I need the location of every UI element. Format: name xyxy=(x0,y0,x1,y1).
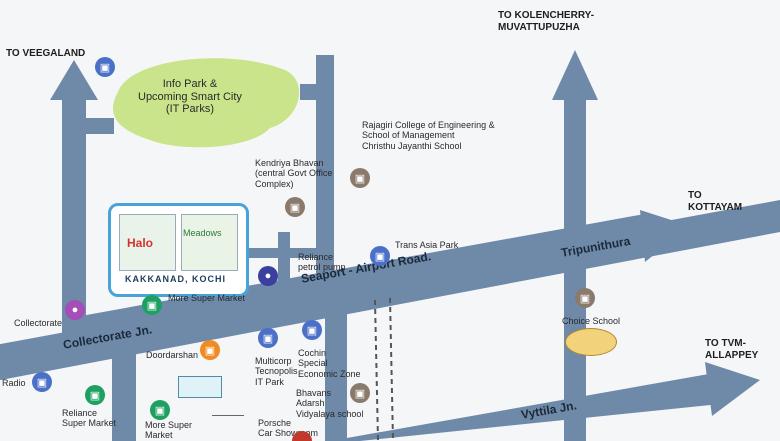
road-infopark-east xyxy=(316,55,334,305)
poi-multicorp-icon: ▣ xyxy=(258,328,278,348)
landmark-cochin-sez: Cochin Special Economic Zone xyxy=(298,348,361,379)
poi-choice-school-icon: ▣ xyxy=(575,288,595,308)
project-box[interactable]: Halo Meadows KAKKANAD, KOCHI xyxy=(108,203,249,297)
poi-reliance-petrol-icon: ● xyxy=(258,266,278,286)
road-infopark-west xyxy=(86,118,114,134)
landmark-multicorp: Multicorp Tecnopolis IT Park xyxy=(255,356,298,387)
poi-rajagiri-icon: ▣ xyxy=(350,168,370,188)
poi-reliance-super-icon: ▣ xyxy=(85,385,105,405)
poi-veegaland-icon: ▣ xyxy=(95,57,115,77)
sign-logo xyxy=(212,403,244,416)
arrow-veegaland xyxy=(50,60,98,100)
poi-more-market-bottom-icon: ▣ xyxy=(150,400,170,420)
project-brand-meadows: Meadows xyxy=(183,228,222,238)
poi-doordarshan-icon: ▣ xyxy=(200,340,220,360)
landmark-doordarshan: Doordarshan xyxy=(146,350,199,360)
landmark-kendriya: Kendriya Bhavan (central Govt Office Com… xyxy=(255,158,333,189)
dest-kolencherry: TO KOLENCHERRY- MUVATTUPUZHA xyxy=(498,10,595,33)
road-seaport-airport xyxy=(70,213,650,352)
green-logo xyxy=(178,376,222,398)
dest-tvm: TO TVM- ALLAPPEY xyxy=(705,338,759,361)
dashed-line-2 xyxy=(389,297,394,441)
project-card-halo xyxy=(119,214,176,271)
project-name: KAKKANAD, KOCHI xyxy=(125,274,226,284)
poi-bhavans-icon: ▣ xyxy=(350,383,370,403)
landmark-radio: Radio xyxy=(2,378,26,388)
arrow-tvm xyxy=(705,362,760,416)
poi-cochin-sez-icon: ▣ xyxy=(302,320,322,340)
infopark-area xyxy=(113,58,300,148)
road-lower-mid xyxy=(325,300,347,441)
road-vyttila xyxy=(330,372,720,441)
landmark-collectorate: Collectorate xyxy=(14,318,63,328)
poi-trans-asia-icon: ▣ xyxy=(370,246,390,266)
landmark-trans-asia: Trans Asia Park xyxy=(395,240,459,250)
landmark-choice-school: Choice School xyxy=(562,316,621,326)
poi-radio-icon: ▣ xyxy=(32,372,52,392)
arrow-kottayam xyxy=(640,210,690,262)
poi-kendriya-icon: ▣ xyxy=(285,197,305,217)
road-reliance-cross xyxy=(240,248,320,258)
landmark-rajagiri: Rajagiri College of Engineering & School… xyxy=(362,120,495,151)
road-infopark-stub xyxy=(300,84,330,100)
landmark-reliance-petrol: Reliance petrol pump xyxy=(298,252,346,273)
poi-porsche-icon xyxy=(292,431,312,441)
landmark-more-market-bottom: More Super Market xyxy=(145,420,193,441)
choice-school-logo xyxy=(565,328,617,356)
infopark-label: Info Park & Upcoming Smart City (IT Park… xyxy=(138,78,242,116)
landmark-reliance-super: Reliance Super Market xyxy=(62,408,117,429)
landmark-more-market-top: More Super Market xyxy=(168,293,246,303)
dest-veegaland: TO VEEGALAND xyxy=(6,48,86,59)
project-card-meadows xyxy=(181,214,238,271)
project-brand-halo: Halo xyxy=(127,236,154,250)
dest-kottayam: TO KOTTAYAM xyxy=(688,190,743,213)
arrow-kolencherry xyxy=(552,50,598,100)
poi-collectorate-icon: ● xyxy=(65,300,85,320)
road-kolencherry xyxy=(564,95,586,441)
road-lower-west xyxy=(112,340,136,441)
dashed-line xyxy=(374,299,379,441)
landmark-bhavans: Bhavans Adarsh Vidyalaya school xyxy=(296,388,364,419)
poi-more-market-top-icon: ▣ xyxy=(142,295,162,315)
